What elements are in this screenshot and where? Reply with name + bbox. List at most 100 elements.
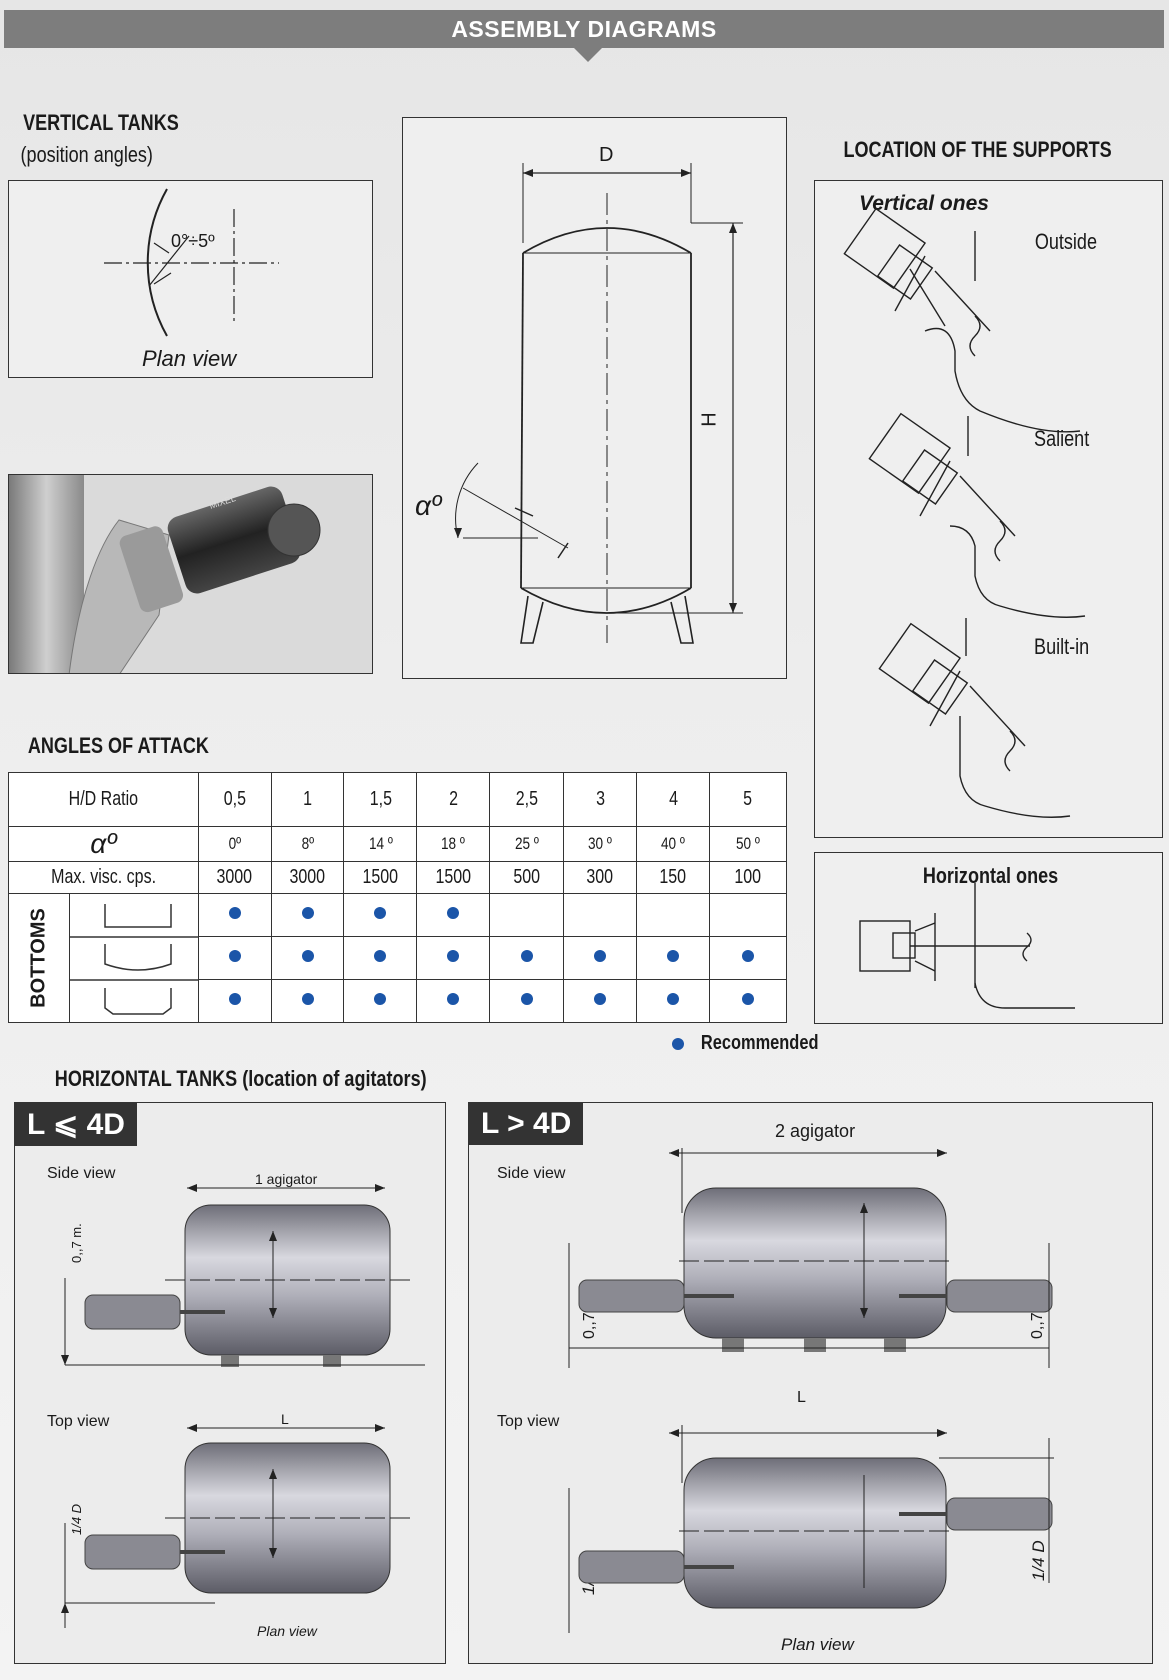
left-L-label: L (281, 1411, 289, 1427)
bottom-cell (563, 893, 638, 937)
dimension-H: H (698, 412, 721, 427)
recommended-dot-icon (520, 950, 533, 962)
plan-view-caption: Plan view (142, 346, 237, 371)
alpha-cell: 18 º (416, 826, 491, 862)
section-banner: ASSEMBLY DIAGRAMS (4, 10, 1164, 62)
vertical-supports-drawing (843, 207, 1086, 818)
left-agitator-label: 1 agigator (255, 1171, 318, 1187)
recommended-dot-icon (520, 993, 533, 1005)
horizontal-ones-title: Horizontal ones (922, 863, 1059, 888)
right-L-label: L (797, 1389, 806, 1406)
bottom-cell (343, 979, 418, 1023)
left-plan-view-label: Plan view (257, 1623, 317, 1639)
recommended-dot-icon (594, 993, 607, 1005)
small-tank-tag: L ⩽ 4D (15, 1103, 137, 1146)
bottom-cell (636, 979, 711, 1023)
legend: Recommended (672, 1032, 832, 1055)
conical-bottom-icon (104, 988, 172, 1015)
bottom-cell (270, 893, 345, 937)
recommended-dot-icon (594, 950, 607, 962)
visc-header: Max. visc. cps. (8, 861, 199, 894)
recommended-dot-icon (301, 950, 314, 962)
visc-cell: 300 (563, 861, 638, 894)
small-tank-drawing (61, 1184, 425, 1628)
bottom-cell (416, 979, 491, 1023)
plan-view-drawing (104, 188, 279, 337)
recommended-dot-icon (447, 950, 460, 962)
dimension-D: D (599, 144, 614, 166)
alpha-row: αº 0º 8º 14 º 18 º 25 º 30 º 40 º 50 º (8, 826, 787, 862)
bottom-row-dished (9, 936, 787, 980)
vertical-tanks-subheading: (position angles) (20, 142, 153, 167)
horizontal-heading: HORIZONTAL TANKS (location of agitators) (54, 1066, 427, 1091)
bottom-cell (343, 936, 418, 980)
bottom-cell (197, 893, 272, 937)
large-tank-tag: L > 4D (469, 1103, 584, 1145)
banner-arrow-icon (574, 48, 602, 62)
visc-cell: 3000 (197, 861, 272, 894)
horizontal-support-icon (859, 883, 1075, 1009)
visc-cell: 1500 (343, 861, 418, 894)
legend-label: Recommended (701, 1032, 819, 1054)
horizontal-supports-box: Horizontal ones (814, 852, 1163, 1024)
recommended-dot-icon (742, 993, 755, 1005)
recommended-dot-icon (667, 993, 680, 1005)
recommended-dot-icon (374, 993, 387, 1005)
support-outside-label: Outside (1034, 229, 1098, 254)
support-builtin-icon (878, 618, 1071, 818)
visc-cell: 500 (489, 861, 565, 894)
supports-heading: LOCATION OF THE SUPPORTS (843, 137, 1112, 162)
bottom-shapes (69, 904, 199, 1015)
hd-cell: 1,5 (343, 772, 418, 827)
horizontal-large-box: L > 4D Side view 2 agigator Top view L P… (468, 1102, 1153, 1664)
recommended-dot-icon (374, 950, 387, 962)
recommended-dot-icon (667, 950, 680, 962)
recommended-dot-icon (374, 907, 387, 919)
alpha-cell: 8º (270, 826, 345, 862)
recommended-dot-icon (228, 993, 241, 1005)
alpha-header: αº (8, 826, 199, 862)
bottom-cell (197, 936, 272, 980)
vertical-supports-box: Vertical ones Outside Salient Built-in (814, 180, 1163, 838)
recommended-dot-icon (301, 907, 314, 919)
vertical-ones-title: Vertical ones (859, 192, 989, 215)
support-builtin-label: Built-in (1034, 634, 1090, 659)
bottoms-header-cell: BOTTOMS (8, 893, 199, 1023)
dished-bottom-icon (104, 944, 172, 971)
hd-cell: 2,5 (489, 772, 565, 827)
recommended-dot-icon (672, 1037, 684, 1050)
support-outside-icon (843, 207, 1081, 433)
bottom-cell (343, 893, 418, 937)
recommended-dot-icon (228, 950, 241, 962)
flat-bottom-icon (104, 904, 172, 928)
hd-cell: 2 (416, 772, 491, 827)
right-agitator-label: 2 agigator (775, 1121, 856, 1141)
left-top-view-label: Top view (47, 1413, 110, 1430)
recommended-dot-icon (228, 907, 241, 919)
recommended-dot-icon (447, 993, 460, 1005)
alpha-cell: 0º (197, 826, 272, 862)
plan-view-box: 0°÷5º Plan view (8, 180, 373, 378)
bottom-row-flat: BOTTOMS (8, 893, 787, 1023)
agitator-photo-drawing (9, 475, 321, 673)
left-side-view-label: Side view (47, 1165, 116, 1182)
angles-heading: ANGLES OF ATTACK (27, 733, 209, 758)
alpha-cell: 14 º (343, 826, 418, 862)
hd-ratio-header: H/D Ratio (8, 772, 199, 827)
recommended-dot-icon (301, 993, 314, 1005)
hd-cell: 5 (709, 772, 787, 827)
hd-ratio-row: H/D Ratio 0,5 1 1,5 2 2,5 3 4 5 (8, 772, 787, 827)
bottom-cell (709, 979, 787, 1023)
bottom-row-conical (9, 979, 787, 1023)
bottom-cell (709, 893, 787, 937)
bottom-cell (270, 936, 345, 980)
recommended-dot-icon (447, 907, 460, 919)
bottoms-label-cell: BOTTOMS (9, 894, 70, 1022)
visc-cell: 100 (709, 861, 787, 894)
bottom-cell (709, 936, 787, 980)
support-salient-icon (868, 412, 1086, 618)
vertical-tank-diagram: D H αº (402, 117, 787, 679)
bottom-cell (416, 893, 491, 937)
alpha-cell: 25 º (489, 826, 565, 862)
angles-of-attack-table: H/D Ratio 0,5 1 1,5 2 2,5 3 4 5 αº 0º 8º… (8, 772, 787, 1023)
